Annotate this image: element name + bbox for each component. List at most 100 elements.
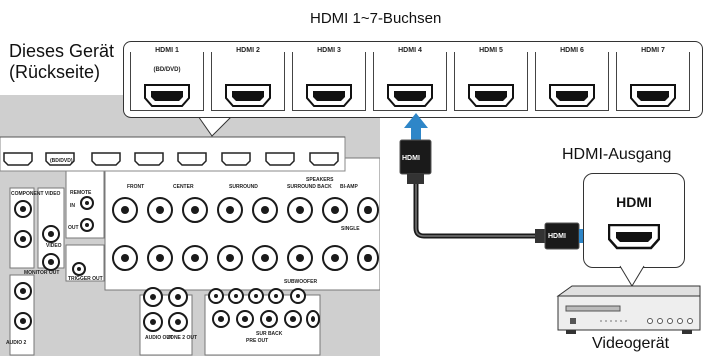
up-arrow-icon [404, 113, 428, 140]
speaker-jack [252, 197, 278, 223]
monitor-out-label: MONITOR OUT [24, 270, 60, 276]
trigger-out-label: TRIGGER OUT [68, 276, 103, 282]
port-name: HDMI 3 [292, 47, 366, 54]
port-name-text: HDMI 6 [557, 47, 587, 54]
rca-jack [268, 288, 284, 304]
sur-back-label: SUR BACK [256, 331, 283, 337]
hdmi-output-port-icon [608, 224, 660, 250]
port-name-text: HDMI 5 [476, 47, 506, 54]
speaker-jack [182, 197, 208, 223]
rca-jack [143, 287, 163, 307]
hdmi-output-callout: HDMI [583, 173, 685, 268]
this-device-sublabel: (Rückseite) [9, 62, 101, 82]
port-name-text: HDMI 3 [314, 47, 344, 54]
port-frame [454, 52, 528, 111]
port-frame [130, 52, 204, 111]
port-name-text: HDMI 2 [233, 47, 263, 54]
port-name: HDMI 4 [373, 47, 447, 54]
surround-back-label: SURROUND BACK [287, 184, 332, 190]
rca-jack [306, 310, 320, 328]
hdmi-port-5: HDMI 5 [454, 47, 528, 111]
port-name-text: HDMI 7 [638, 47, 668, 54]
rca-jack [143, 312, 163, 332]
hdmi-port-icon [144, 84, 190, 107]
hdmi-port-6: HDMI 6 [535, 47, 609, 111]
hdmi-port-1: HDMI 1 (BD/DVD) [130, 47, 204, 111]
pre-out-label: PRE OUT [246, 338, 269, 344]
hdmi-port-icon [225, 84, 271, 107]
cable-line-highlight [415, 184, 545, 237]
rca-jack [42, 253, 60, 271]
rca-jack [248, 288, 264, 304]
port-frame [373, 52, 447, 111]
audio2-label: AUDIO 2 [6, 340, 27, 346]
single-label: SINGLE [341, 226, 360, 232]
rca-jack [168, 287, 188, 307]
trigger-jack [72, 262, 86, 276]
rca-jack [228, 288, 244, 304]
speaker-jack [182, 245, 208, 271]
panel-hdmi-sockets [3, 152, 339, 166]
device-box-label: HDMI [616, 194, 652, 210]
port-name: HDMI 7 [616, 47, 690, 54]
speaker-jack [322, 245, 348, 271]
front-label: FRONT [127, 184, 145, 190]
top-plug-label: HDMI [402, 155, 420, 162]
video-label: VIDEO [46, 243, 62, 249]
panel-hdmi1-sub: (BD/DVD) [50, 158, 73, 164]
remote-label: REMOTE [70, 190, 92, 196]
port-name: HDMI 6 [535, 47, 609, 54]
rca-jack [236, 310, 254, 328]
side-plug-label: HDMI [548, 233, 566, 240]
bi-amp-label: BI-AMP [340, 184, 358, 190]
speakers-label: SPEAKERS [306, 177, 334, 183]
speaker-jack [322, 197, 348, 223]
speaker-jack [147, 245, 173, 271]
hdmi-port-icon [387, 84, 433, 107]
rca-jack [212, 310, 230, 328]
hdmi-port-icon [630, 84, 676, 107]
speaker-jack [112, 197, 138, 223]
remote-in-label: IN [70, 203, 75, 209]
hdmi-port-icon [306, 84, 352, 107]
port-frame [292, 52, 366, 111]
rca-jack [14, 200, 32, 218]
rca-jack [42, 225, 60, 243]
hdmi-port-7: HDMI 7 [616, 47, 690, 111]
rca-jack [290, 288, 306, 304]
hdmi-ports-callout: HDMI 1 (BD/DVD) HDMI 2 HDMI 3 HDMI 4 HDM… [123, 41, 703, 118]
speaker-jack [357, 245, 379, 271]
port-name-text: HDMI 1 [152, 47, 182, 54]
port-name: HDMI 5 [454, 47, 528, 54]
rca-jack [14, 282, 32, 300]
speaker-jack [147, 197, 173, 223]
speaker-jack [252, 245, 278, 271]
port-name-text: HDMI 4 [395, 47, 425, 54]
port-frame [211, 52, 285, 111]
port-name: HDMI 2 [211, 47, 285, 54]
speaker-jack [217, 245, 243, 271]
this-device-label: Dieses Gerät [9, 41, 115, 61]
port-frame [535, 52, 609, 111]
zone2-out-label: ZONE 2 OUT [167, 335, 198, 341]
port-frame [616, 52, 690, 111]
component-video-label: COMPONENT VIDEO [11, 191, 61, 197]
rca-jack [284, 310, 302, 328]
rca-jack [168, 312, 188, 332]
hdmi-port-4: HDMI 4 [373, 47, 447, 111]
rca-jack [14, 230, 32, 248]
center-label: CENTER [173, 184, 194, 190]
top-plug-neck [407, 174, 424, 184]
speaker-jack [287, 197, 313, 223]
subwoofer-label: SUBWOOFER [284, 279, 318, 285]
hdmi-port-3: HDMI 3 [292, 47, 366, 111]
port-sub: (BD/DVD) [153, 67, 181, 73]
speaker-jack [112, 245, 138, 271]
speaker-jack [357, 197, 379, 223]
port-name: HDMI 1 [130, 47, 204, 54]
remote-jack [80, 196, 94, 210]
